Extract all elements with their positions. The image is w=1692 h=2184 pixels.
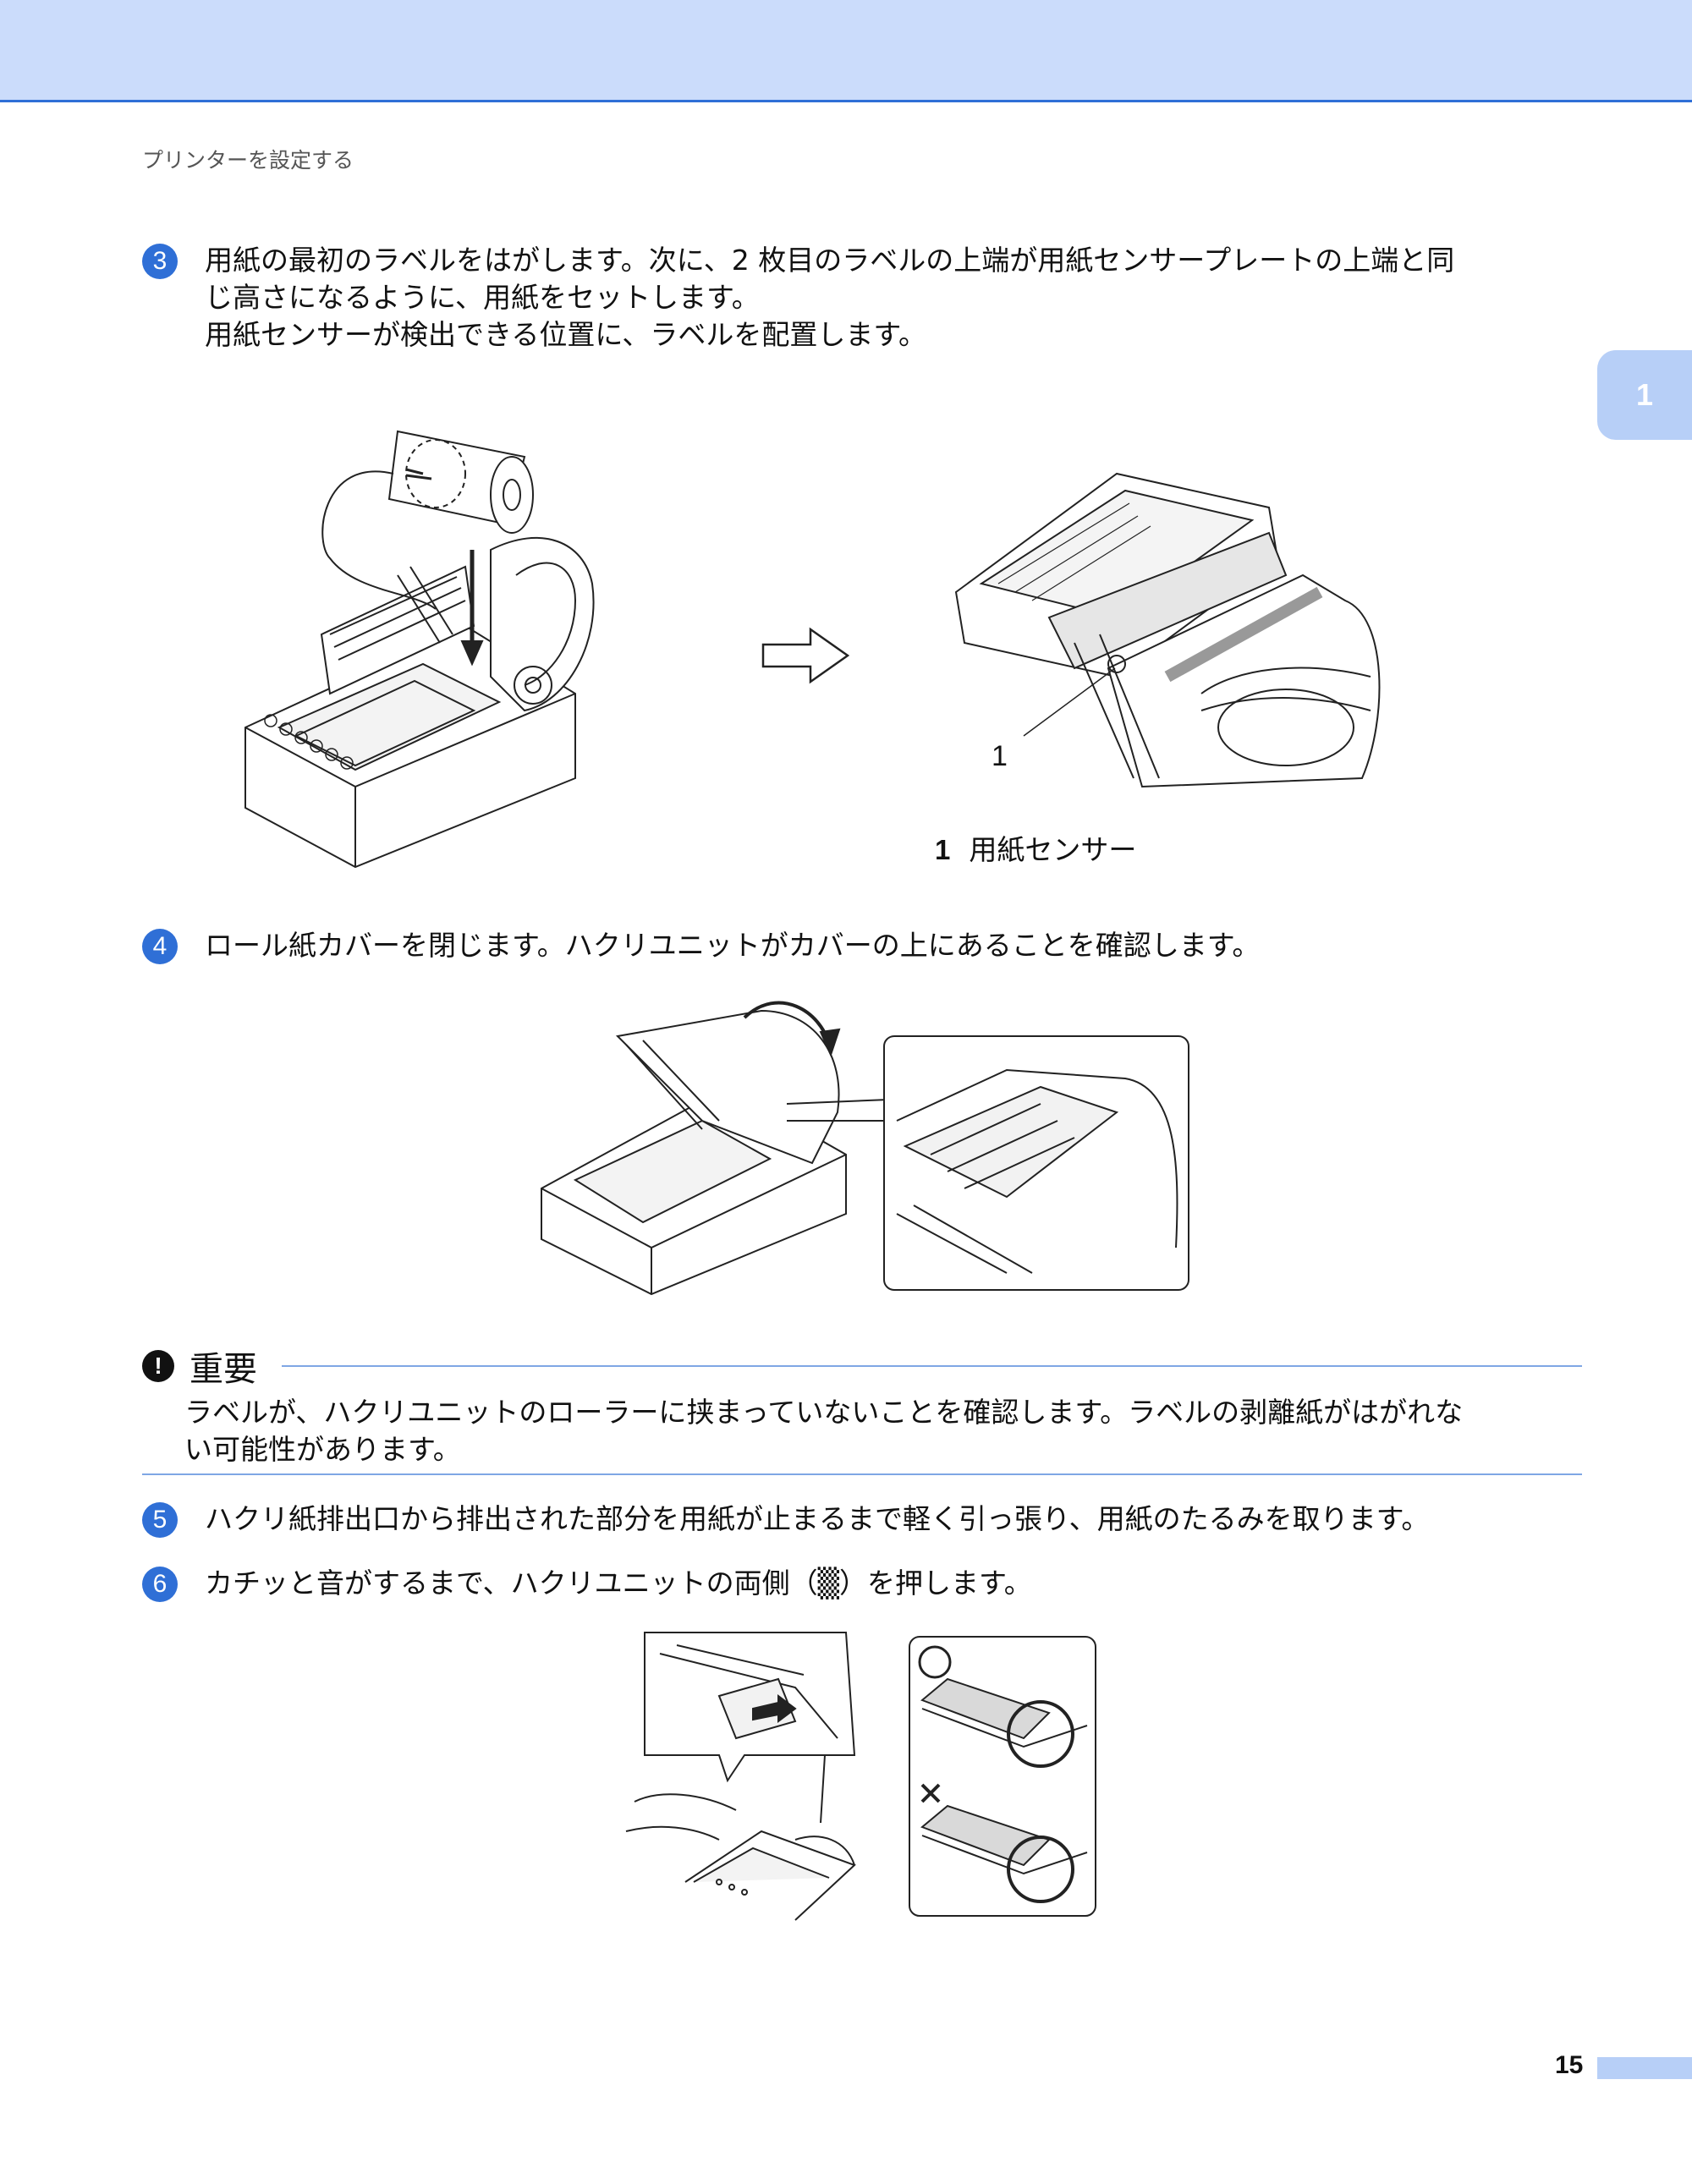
running-title: プリンターを設定する — [142, 148, 354, 173]
press-peeler-unit-illustration — [625, 1632, 1096, 1921]
caption-text: 用紙センサー — [969, 833, 1137, 866]
chapter-tab-label: 1 — [1635, 377, 1654, 412]
caption-number: 1 — [935, 834, 951, 865]
header-bar — [0, 0, 1692, 102]
step-line: カチッと音がするまで、ハクリユニットの両側（▒）を押します。 — [205, 1567, 1032, 1600]
sensor-callout-number: 1 — [992, 740, 1008, 772]
close-roll-cover-illustration — [541, 1001, 1189, 1296]
step-number: 4 — [142, 929, 178, 964]
step-text: ハクリ紙排出口から排出された部分を用紙が止まるまで軽く引っ張り、用紙のたるみを取… — [205, 1501, 1692, 1538]
step-text: カチッと音がするまで、ハクリユニットの両側（▒）を押します。 — [205, 1565, 1692, 1602]
exclamation-icon: ! — [142, 1350, 174, 1382]
figure-caption: 1 用紙センサー — [935, 827, 1136, 868]
step-line: 用紙の最初のラベルをはがします。次に、2 枚目のラベルの上端が用紙センサープレー… — [205, 244, 1455, 277]
important-line: い可能性があります。 — [184, 1433, 461, 1466]
important-line: ラベルが、ハクリユニットのローラーに挟まっていないことを確認します。ラベルの剥離… — [184, 1396, 1464, 1429]
divider — [282, 1365, 1582, 1367]
step-number: 6 — [142, 1567, 178, 1602]
step-line: 用紙センサーが検出できる位置に、ラベルを配置します。 — [205, 318, 927, 351]
step-text: 用紙の最初のラベルをはがします。次に、2 枚目のラベルの上端が用紙センサープレー… — [205, 242, 1692, 354]
chapter-tab[interactable]: 1 — [1597, 350, 1692, 440]
important-body: ラベルが、ハクリユニットのローラーに挟まっていないことを確認します。ラベルの剥離… — [184, 1394, 1572, 1468]
step-line: ハクリ紙排出口から排出された部分を用紙が止まるまで軽く引っ張り、用紙のたるみを取… — [205, 1502, 1430, 1535]
important-header: ! 重要 — [142, 1345, 257, 1389]
step-text: ロール紙カバーを閉じます。ハクリユニットがカバーの上にあることを確認します。 — [205, 927, 1692, 964]
paper-sensor-illustration: 1 — [954, 472, 1381, 788]
important-title: 重要 — [190, 1350, 257, 1389]
step-line: ロール紙カバーを閉じます。ハクリユニットがカバーの上にあることを確認します。 — [205, 929, 1261, 962]
printer-roll-insert-illustration — [244, 430, 595, 869]
footer-bar — [1597, 2057, 1692, 2079]
page-number: 15 — [1555, 2051, 1584, 2079]
divider — [142, 1473, 1582, 1475]
right-arrow-icon — [761, 627, 850, 684]
step-number: 5 — [142, 1502, 178, 1538]
step-line: じ高さになるように、用紙をセットします。 — [205, 281, 760, 314]
step-number: 3 — [142, 244, 178, 279]
